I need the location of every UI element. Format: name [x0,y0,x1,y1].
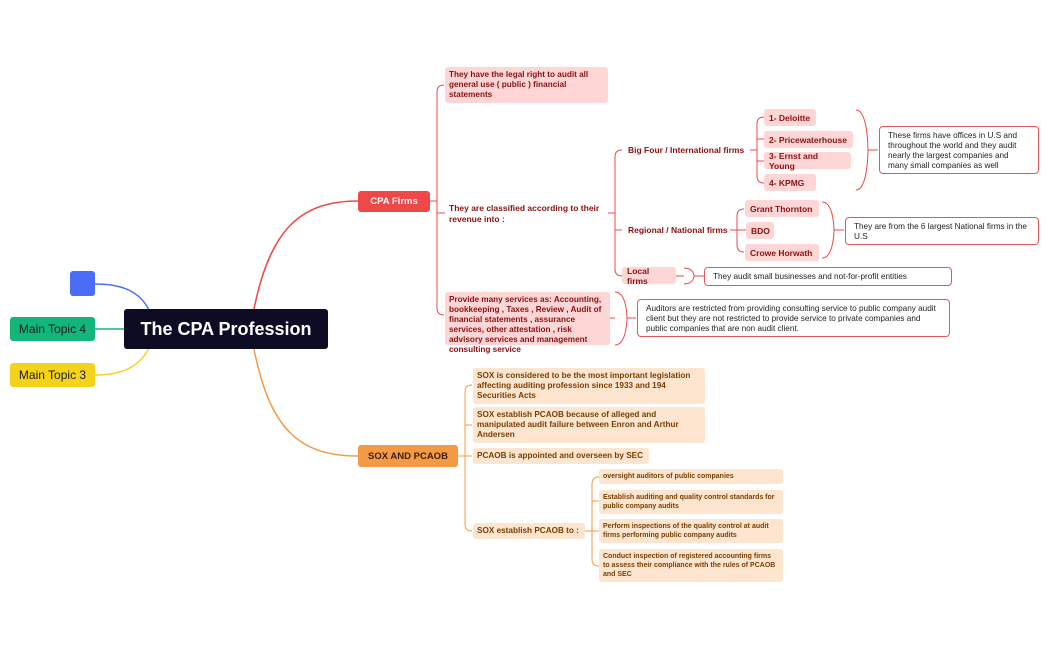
regional-item[interactable]: BDO [746,222,774,239]
subtopic-services[interactable]: Provide many services as: Accounting, bo… [445,292,610,354]
central-topic[interactable]: The CPA Profession [124,309,328,349]
local-firms-label[interactable]: Local firms [622,266,676,286]
main-topic-3[interactable]: Main Topic 3 [10,363,95,387]
subtopic-legal-right[interactable]: They have the legal right to audit all g… [445,67,608,103]
subtopic-classified[interactable]: They are classified according to their r… [449,203,600,224]
pcaob-duty[interactable]: Perform inspections of the quality contr… [599,519,783,543]
sox-item[interactable]: SOX is considered to be the most importa… [473,368,705,404]
regional-note[interactable]: They are from the 6 largest National fir… [845,217,1039,245]
main-topic-4[interactable]: Main Topic 4 [10,317,95,341]
big-four-note[interactable]: These firms have offices in U.S and thro… [879,126,1039,174]
local-note[interactable]: They audit small businesses and not-for-… [704,267,952,286]
sox-item[interactable]: PCAOB is appointed and overseen by SEC [473,448,649,464]
big-four-item[interactable]: 2- Pricewaterhouse [764,131,853,148]
regional-item[interactable]: Crowe Horwath [745,244,819,261]
topic-cpa-firms[interactable]: CPA Firms [358,191,430,212]
main-topic-blue[interactable] [70,271,95,296]
sox-item[interactable]: SOX establish PCAOB because of alleged a… [473,407,705,443]
big-four-item[interactable]: 1- Deloitte [764,109,816,126]
sox-establish-label[interactable]: SOX establish PCAOB to : [473,523,585,539]
pcaob-duty[interactable]: Conduct inspection of registered account… [599,549,783,582]
big-four-label[interactable]: Big Four / International firms [628,145,745,155]
big-four-item[interactable]: 4- KPMG [764,174,816,191]
regional-item[interactable]: Grant Thornton [745,200,819,217]
regional-label[interactable]: Regional / National firms [628,225,728,235]
services-note[interactable]: Auditors are restricted from providing c… [637,299,950,337]
big-four-item[interactable]: 3- Ernst and Young [764,151,851,171]
pcaob-duty[interactable]: oversight auditors of public companies [599,469,783,484]
pcaob-duty[interactable]: Establish auditing and quality control s… [599,490,783,514]
topic-sox-pcaob[interactable]: SOX AND PCAOB [358,445,458,467]
